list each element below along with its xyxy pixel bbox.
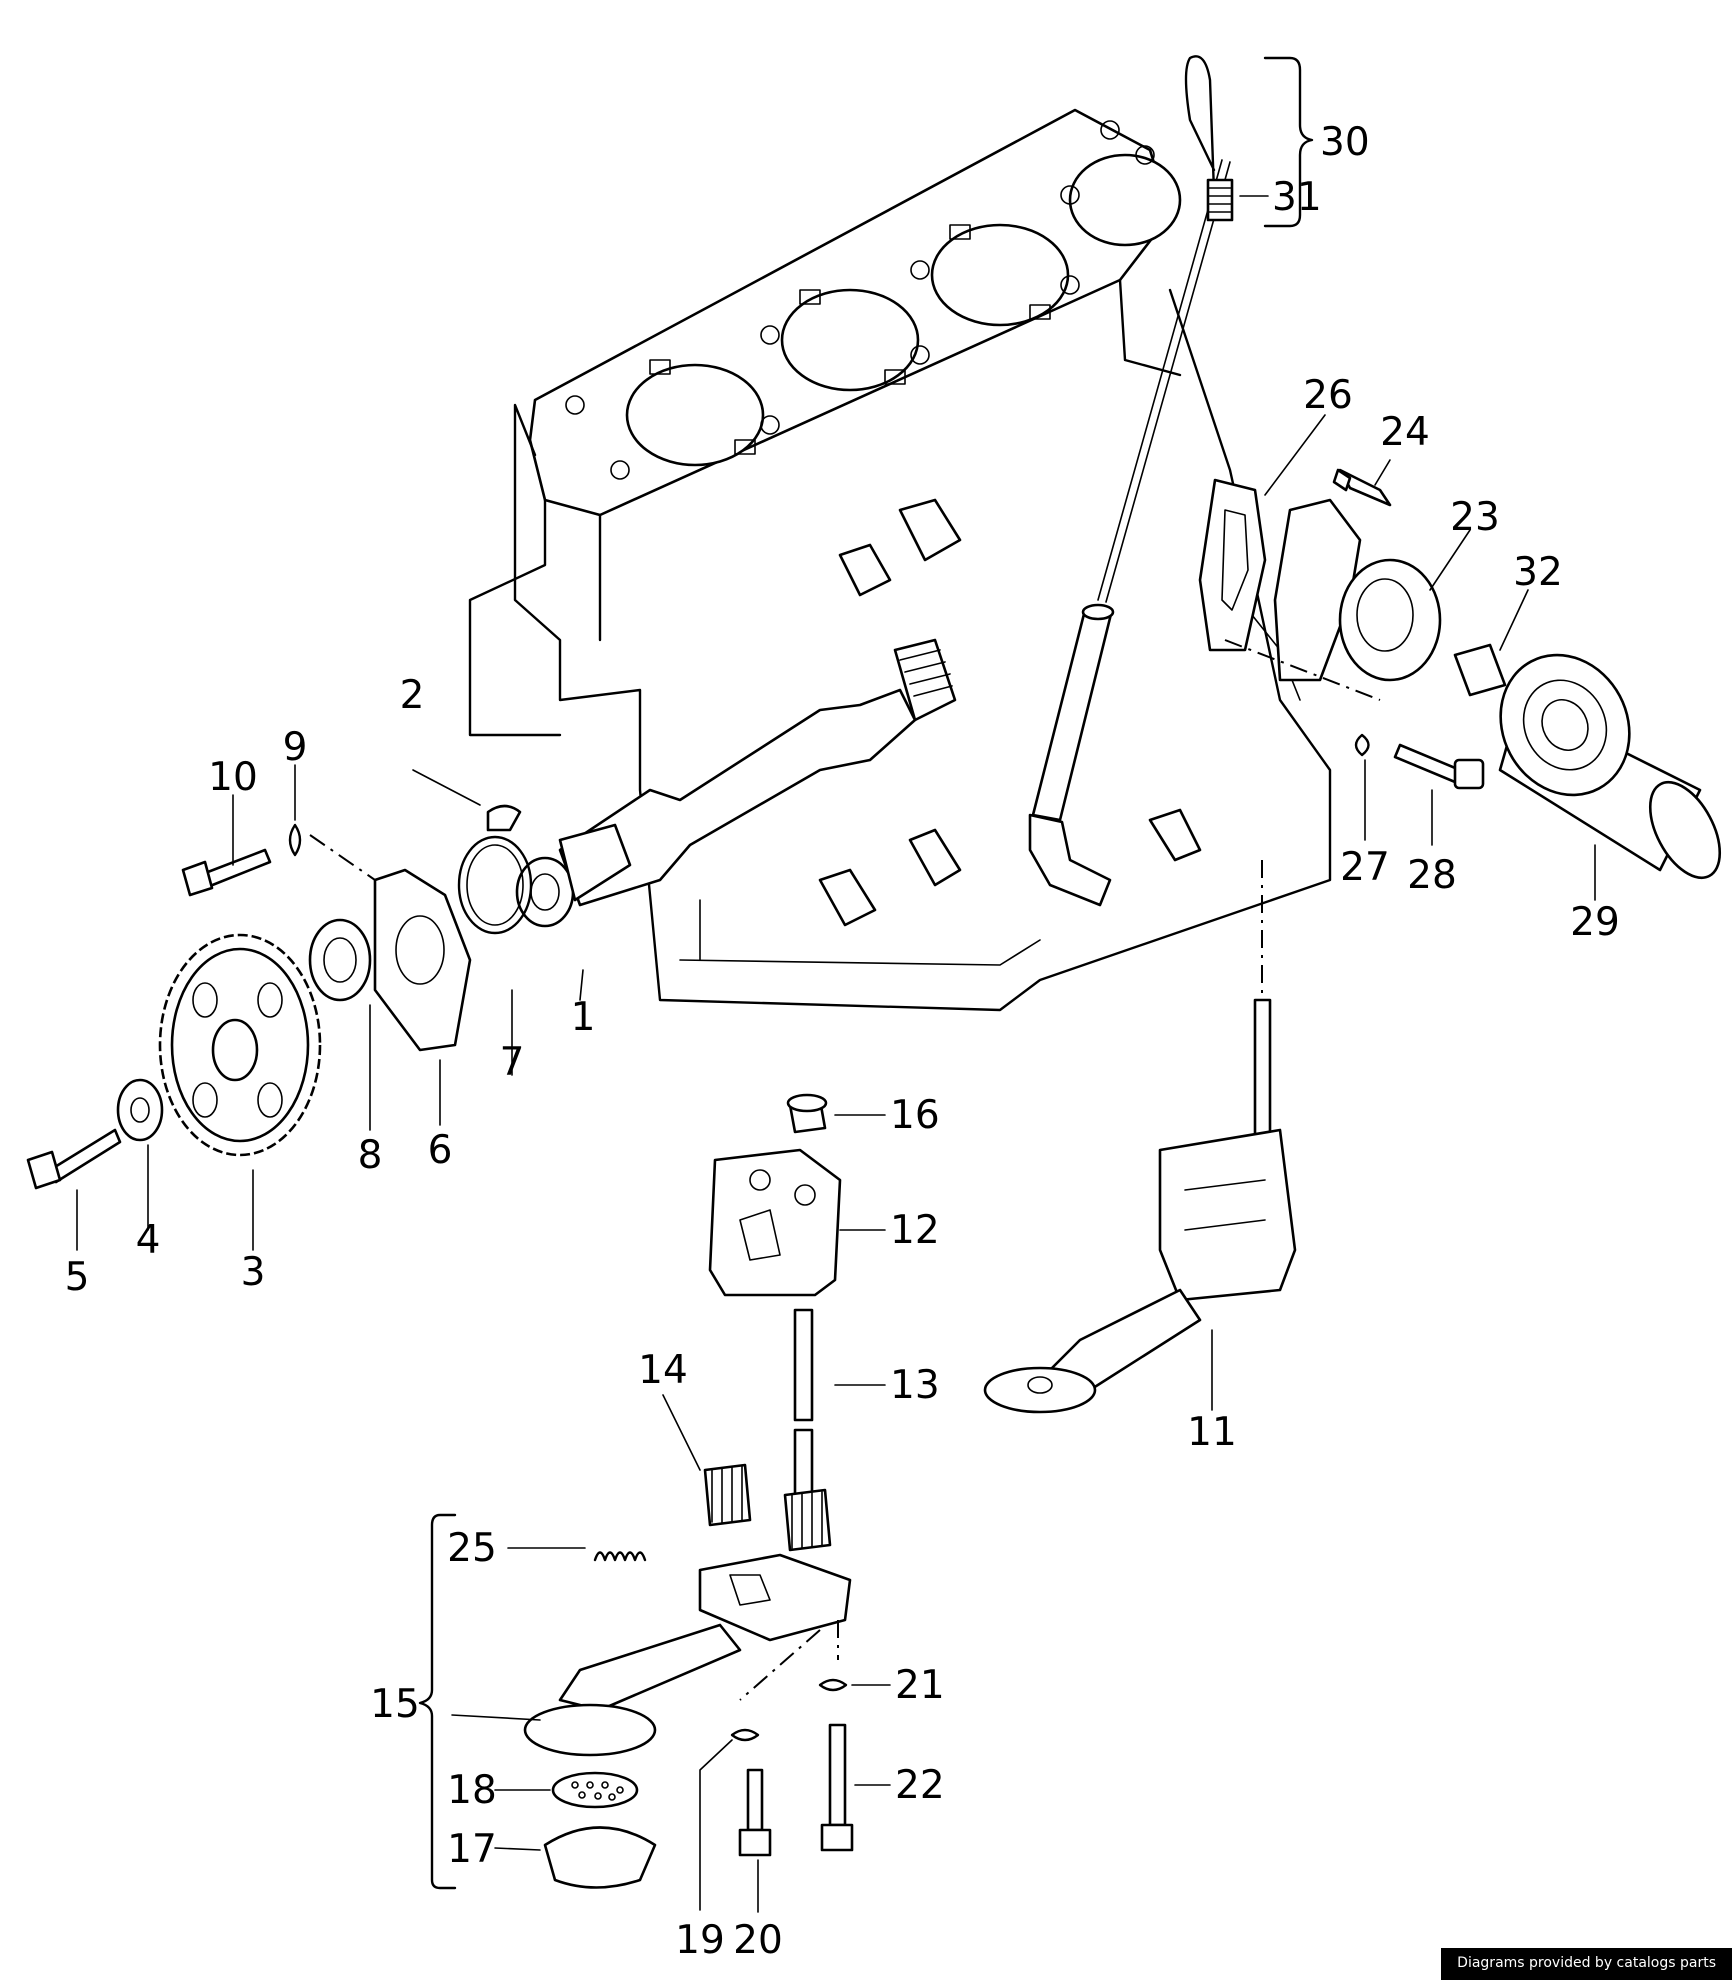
callout-23: 23	[1450, 495, 1500, 540]
leader-lines	[76, 195, 1596, 1913]
intermediate-sprocket	[26, 933, 322, 1190]
bracket-15	[418, 1513, 457, 1890]
credit-badge: Diagrams provided by catalogs parts	[1441, 1948, 1732, 1980]
callout-12: 12	[890, 1208, 940, 1253]
dipstick-assembly	[1028, 55, 1234, 907]
callout-30: 30	[1320, 120, 1370, 165]
callout-6: 6	[428, 1128, 453, 1173]
callout-28: 28	[1407, 853, 1457, 898]
callout-20: 20	[733, 1918, 783, 1963]
callout-13: 13	[890, 1363, 940, 1408]
callout-3: 3	[241, 1250, 266, 1295]
callout-labels: 1 2 3 4 5 6 7 8 9 10 11 12 13 14 15 16 1…	[65, 120, 1620, 1963]
callout-15: 15	[370, 1682, 420, 1727]
oil-pump-exploded	[523, 1093, 854, 1889]
bracket-30-31	[1263, 56, 1314, 228]
callout-25: 25	[447, 1526, 497, 1571]
callout-2: 2	[400, 673, 425, 718]
callout-22: 22	[895, 1763, 945, 1808]
callout-21: 21	[895, 1663, 945, 1708]
callout-10: 10	[208, 755, 258, 800]
callout-17: 17	[447, 1827, 497, 1872]
oil-pump-assembled	[983, 860, 1297, 1414]
callout-26: 26	[1303, 373, 1353, 418]
callout-32: 32	[1513, 550, 1563, 595]
callout-11: 11	[1187, 1410, 1237, 1455]
callout-24: 24	[1380, 410, 1430, 455]
callout-5: 5	[65, 1255, 90, 1300]
oil-filter	[1498, 653, 1722, 880]
engine-block	[468, 108, 1332, 1012]
callout-31: 31	[1272, 175, 1322, 220]
oil-filter-flange	[1198, 468, 1722, 880]
callout-9: 9	[283, 725, 308, 770]
callout-4: 4	[136, 1218, 161, 1263]
callout-1: 1	[571, 995, 596, 1040]
callout-7: 7	[500, 1040, 525, 1085]
intermediate-shaft	[181, 638, 957, 1052]
callout-16: 16	[890, 1093, 940, 1138]
callout-29: 29	[1570, 900, 1620, 945]
callout-8: 8	[358, 1133, 383, 1178]
callout-14: 14	[638, 1348, 688, 1393]
callout-27: 27	[1340, 845, 1390, 890]
callout-18: 18	[447, 1768, 497, 1813]
callout-19: 19	[675, 1918, 725, 1963]
